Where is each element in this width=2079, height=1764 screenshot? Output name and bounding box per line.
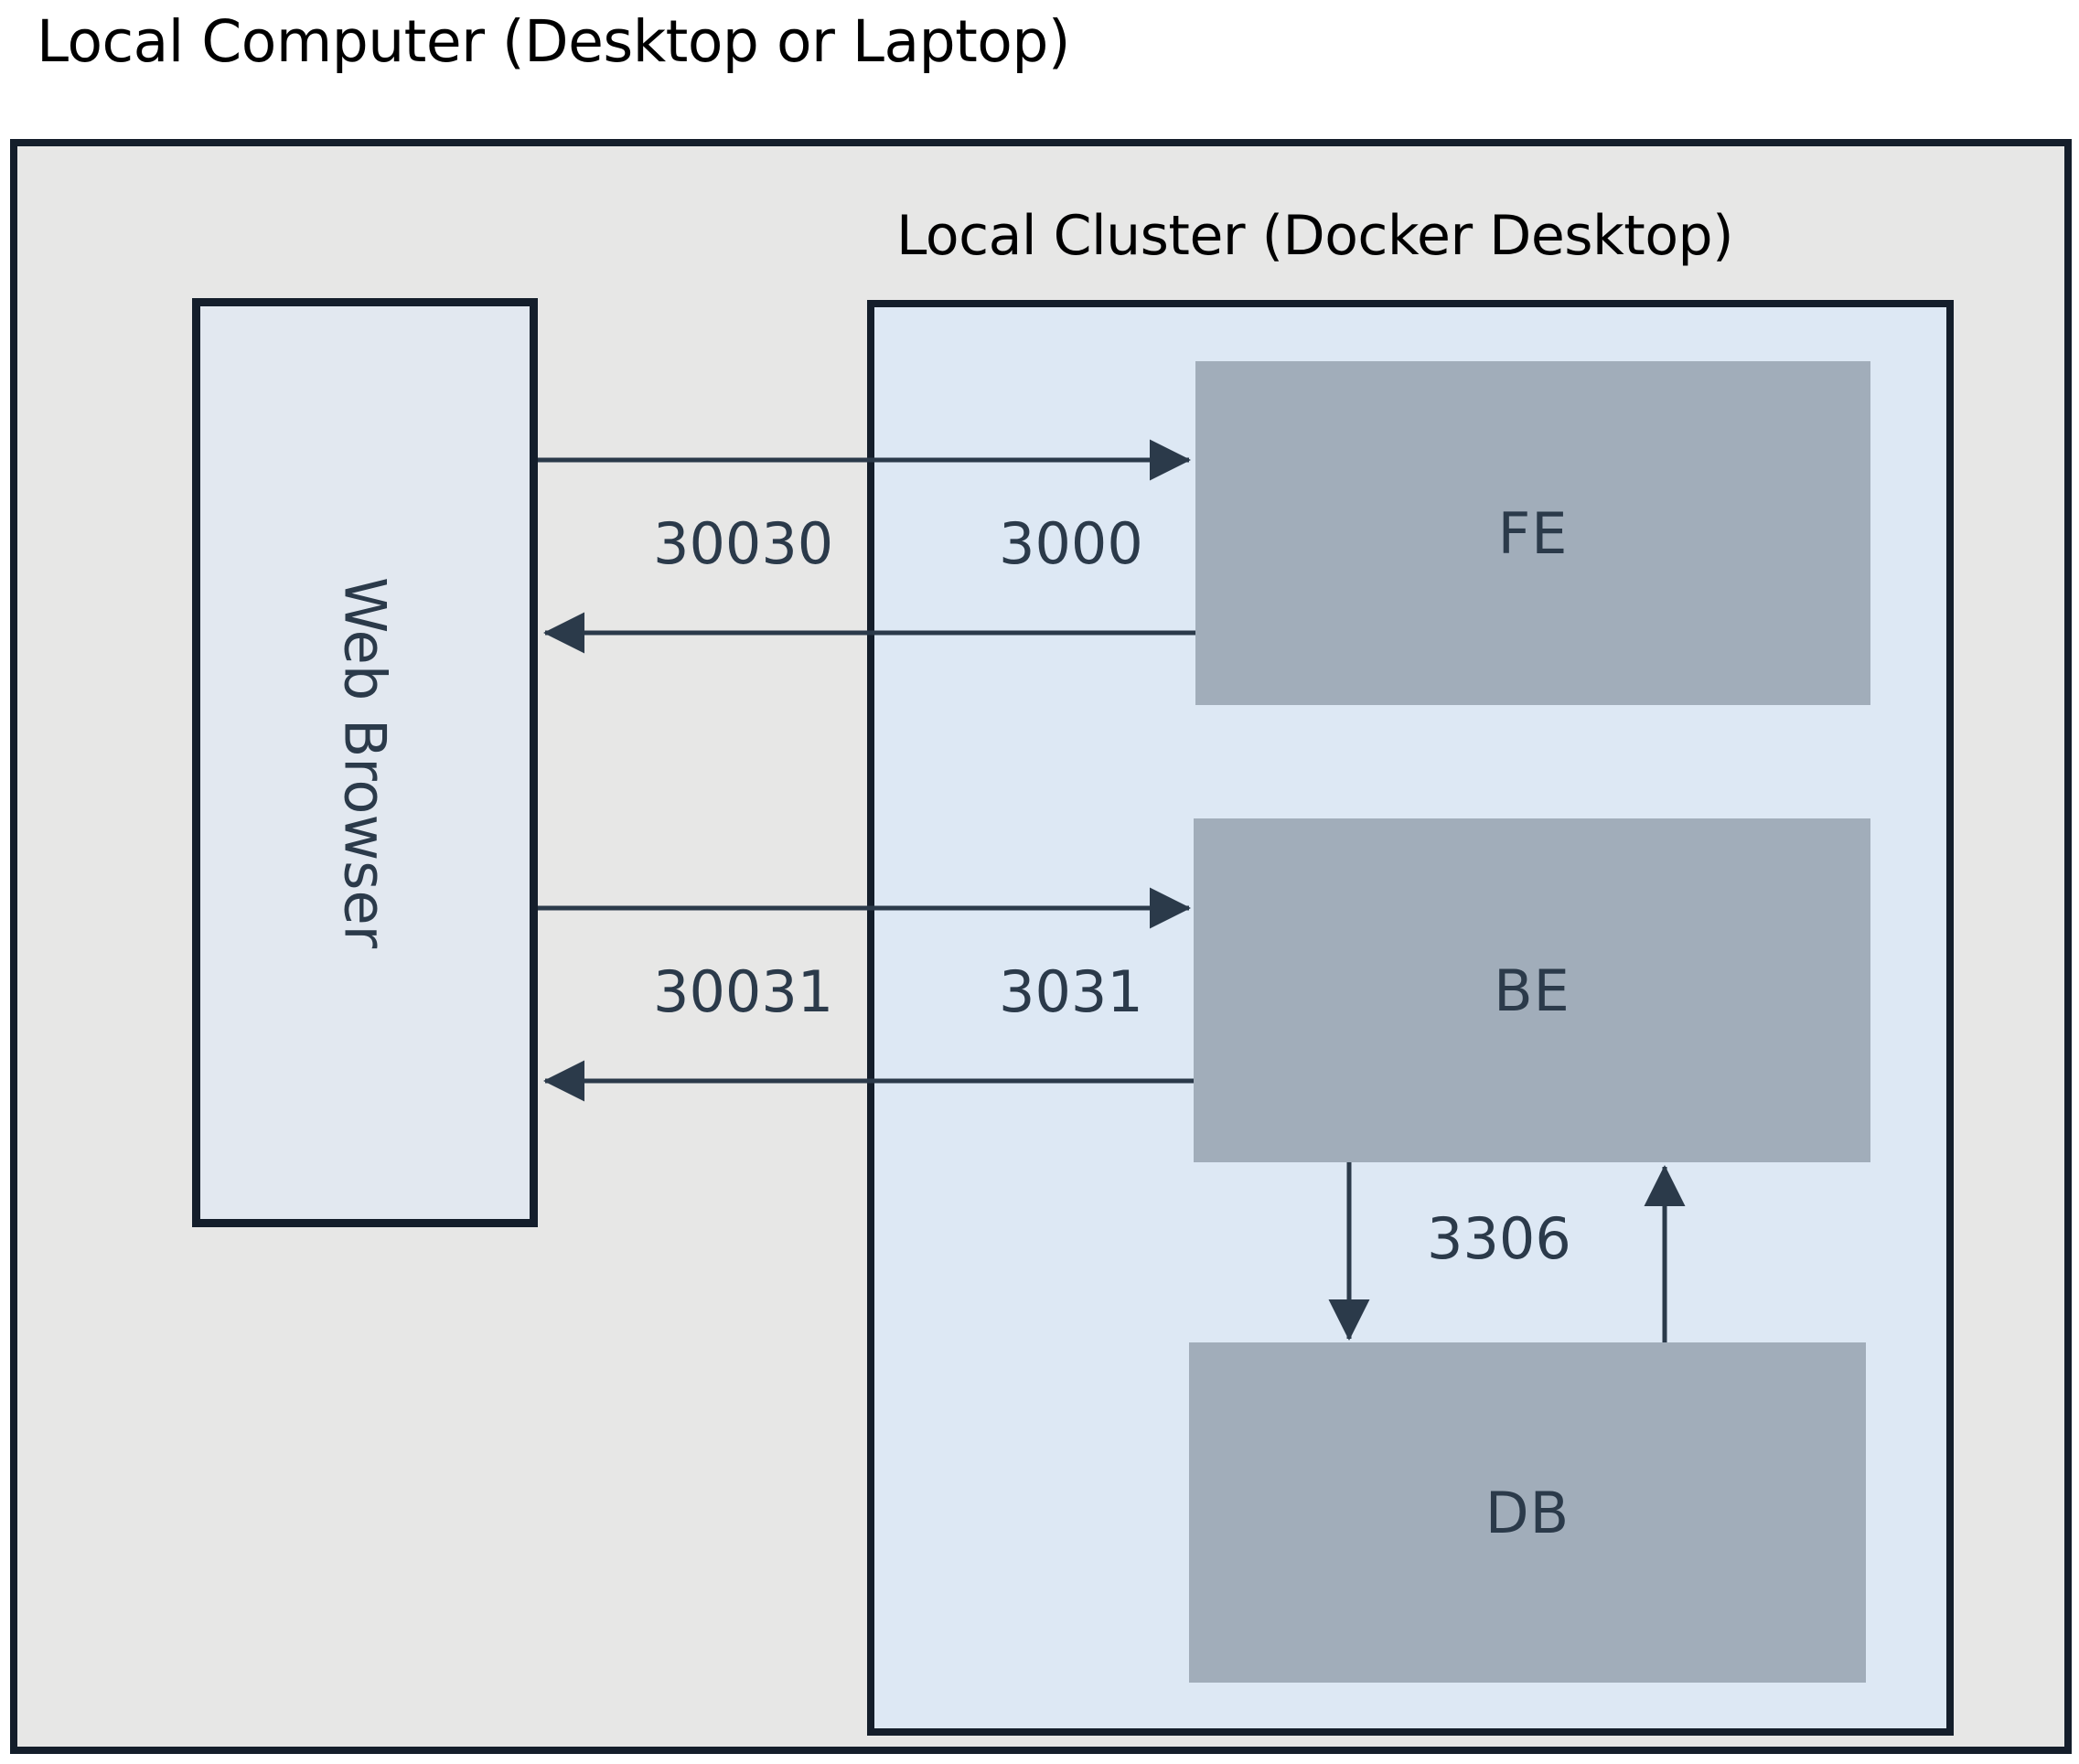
web-browser-label: Web Browser: [331, 576, 399, 949]
web-browser-node[interactable]: Web Browser: [192, 298, 538, 1227]
port-label-db: 3306: [1427, 1205, 1571, 1272]
port-label-be-host: 30031: [653, 958, 834, 1025]
frontend-node[interactable]: FE: [1195, 361, 1870, 705]
port-label-fe-host: 30030: [653, 510, 834, 577]
local-cluster-title: Local Cluster (Docker Desktop): [896, 204, 1734, 268]
local-computer-title: Local Computer (Desktop or Laptop): [37, 8, 1070, 75]
database-node[interactable]: DB: [1189, 1342, 1866, 1683]
port-label-fe-container: 3000: [999, 510, 1143, 577]
backend-node[interactable]: BE: [1194, 818, 1870, 1162]
port-label-be-container: 3031: [999, 958, 1143, 1025]
